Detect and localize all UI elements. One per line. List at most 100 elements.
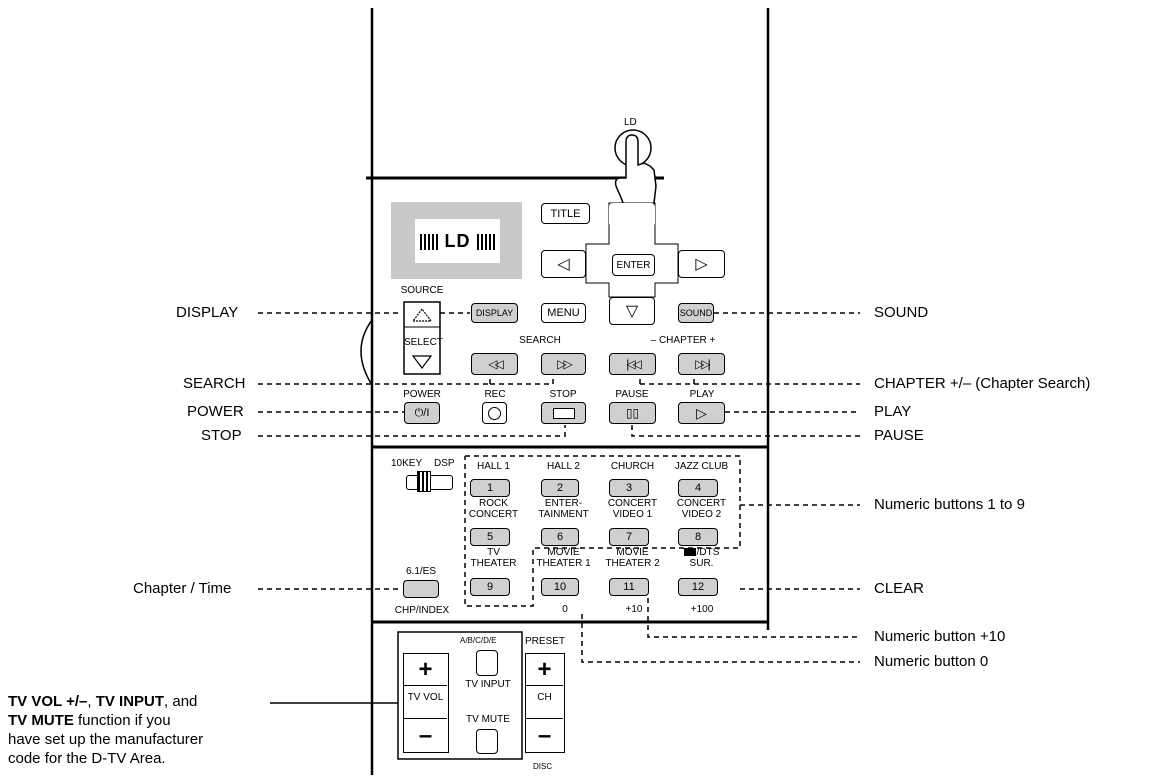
dsp-label-line: ENTER- <box>544 498 583 509</box>
tv-vol-label: TV VOL <box>407 692 444 703</box>
mode-switch-knob[interactable] <box>417 471 431 492</box>
dsp-label-line: MOVIE <box>547 547 580 558</box>
pause-button[interactable]: ▯▯ <box>609 402 656 424</box>
ch-plus-button[interactable]: + <box>526 654 563 686</box>
callout-chapter: CHAPTER +/– (Chapter Search) <box>874 375 1091 392</box>
number-button-11[interactable]: 11 <box>609 578 649 596</box>
callout-numeric-1-9: Numeric buttons 1 to 9 <box>874 496 1025 513</box>
number-button-label: 10 <box>553 581 567 593</box>
enter-button[interactable]: ENTER <box>612 254 655 276</box>
chapter-plus-button[interactable]: ▷▷| <box>678 353 725 375</box>
source-up-button[interactable] <box>404 302 440 326</box>
search-forward-button[interactable]: ▷▷ <box>541 353 586 375</box>
right-button[interactable]: ▷ <box>678 250 725 278</box>
stop-button[interactable] <box>541 402 586 424</box>
rewind-icon: ◁◁ <box>488 357 504 371</box>
right-arrow-icon: ▷ <box>695 256 708 273</box>
select-label: SELECT <box>404 337 443 348</box>
display-button[interactable]: DISPLAY <box>471 303 518 323</box>
number-button-9[interactable]: 9 <box>470 578 510 596</box>
number-button-12[interactable]: 12 <box>678 578 718 596</box>
tv-note: TV VOL +/–, TV INPUT, and TV MUTE functi… <box>8 692 268 768</box>
tv-vol-rocker: + TV VOL – <box>403 653 449 753</box>
left-arrow-icon: ◁ <box>557 256 570 273</box>
tv-vol-plus-button[interactable]: + <box>404 654 447 686</box>
number-button-label: 8 <box>694 531 702 543</box>
chapter-minus-button[interactable]: |◁◁ <box>609 353 656 375</box>
dsp-label-line: TAINMENT <box>538 509 589 520</box>
stop-label: STOP <box>549 389 577 400</box>
sub-label-plus100: +100 <box>690 604 714 615</box>
number-button-label: 2 <box>556 482 564 494</box>
display-button-label: DISPLAY <box>475 308 514 318</box>
number-button-6[interactable]: 6 <box>541 528 579 546</box>
play-label: PLAY <box>689 389 715 400</box>
number-button-5[interactable]: 5 <box>470 528 510 546</box>
power-button[interactable]: ⏻/I <box>404 402 440 424</box>
sound-button-label: SOUND <box>679 308 713 318</box>
chp-index-label: CHP/INDEX <box>394 605 450 616</box>
ld-label: LD <box>624 117 637 128</box>
down-button[interactable]: ▽ <box>609 297 655 325</box>
search-back-button[interactable]: ◁◁ <box>471 353 518 375</box>
power-label: POWER <box>403 389 441 400</box>
disc-label: DISC <box>533 762 553 771</box>
ch-minus-button[interactable]: – <box>526 718 563 752</box>
tv-mute-label: TV MUTE <box>466 714 510 725</box>
callout-search: SEARCH <box>183 375 246 392</box>
callout-numeric-plus10: Numeric button +10 <box>874 628 1006 645</box>
number-button-label: 6 <box>556 531 564 543</box>
number-button-3[interactable]: 3 <box>609 479 649 497</box>
tv-input-button[interactable] <box>476 650 498 676</box>
title-button-label: TITLE <box>550 207 581 220</box>
left-button[interactable]: ◁ <box>541 250 586 278</box>
rec-label: REC <box>484 389 506 400</box>
number-button-10[interactable]: 10 <box>541 578 579 596</box>
sound-button[interactable]: SOUND <box>678 303 714 323</box>
dsp-label-line: THEATER 1 <box>536 558 591 569</box>
dolby-digital-icon <box>683 548 696 557</box>
callout-stop: STOP <box>201 427 242 444</box>
number-button-8[interactable]: 8 <box>678 528 718 546</box>
dsp-label: HALL 1 <box>462 461 525 472</box>
es-button[interactable] <box>403 580 439 598</box>
dsp-label-line: SUR. <box>689 558 714 569</box>
record-icon <box>488 406 501 420</box>
dsp-label-line: CONCERT <box>468 509 519 520</box>
number-button-2[interactable]: 2 <box>541 479 579 497</box>
dsp-label-line: JAZZ CLUB <box>674 461 729 472</box>
up-button[interactable] <box>609 203 655 227</box>
minus-icon: – <box>418 721 433 749</box>
dsp-label-line: TV <box>487 547 500 558</box>
skip-back-icon: |◁◁ <box>626 357 641 371</box>
switch-label-10key: 10KEY <box>391 458 423 469</box>
dsp-label-line: VIDEO 1 <box>612 509 653 520</box>
dsp-label-line: VIDEO 2 <box>681 509 722 520</box>
tv-vol-minus-button[interactable]: – <box>404 718 447 752</box>
sub-label-zero: 0 <box>562 604 568 615</box>
play-button[interactable]: ▷ <box>678 402 725 424</box>
dsp-label: JAZZ CLUB <box>670 461 733 472</box>
menu-button-label: MENU <box>547 307 580 319</box>
callout-numeric-0: Numeric button 0 <box>874 653 989 670</box>
number-button-1[interactable]: 1 <box>470 479 510 497</box>
es-label: 6.1/ES <box>405 566 437 577</box>
sub-label-plus10: +10 <box>625 604 643 615</box>
tv-mute-button[interactable] <box>476 729 498 754</box>
pause-label: PAUSE <box>615 389 649 400</box>
select-down-button[interactable] <box>404 350 440 374</box>
number-button-4[interactable]: 4 <box>678 479 718 497</box>
number-button-label: 12 <box>691 581 705 593</box>
number-button-7[interactable]: 7 <box>609 528 649 546</box>
menu-button[interactable]: MENU <box>541 303 586 323</box>
display-screen: LD <box>415 219 500 263</box>
title-button[interactable]: TITLE <box>541 203 590 224</box>
mode-switch[interactable] <box>406 471 453 492</box>
dsp-label-line: HALL 2 <box>547 461 580 472</box>
number-button-label: 7 <box>625 531 633 543</box>
rec-button[interactable] <box>482 402 507 424</box>
